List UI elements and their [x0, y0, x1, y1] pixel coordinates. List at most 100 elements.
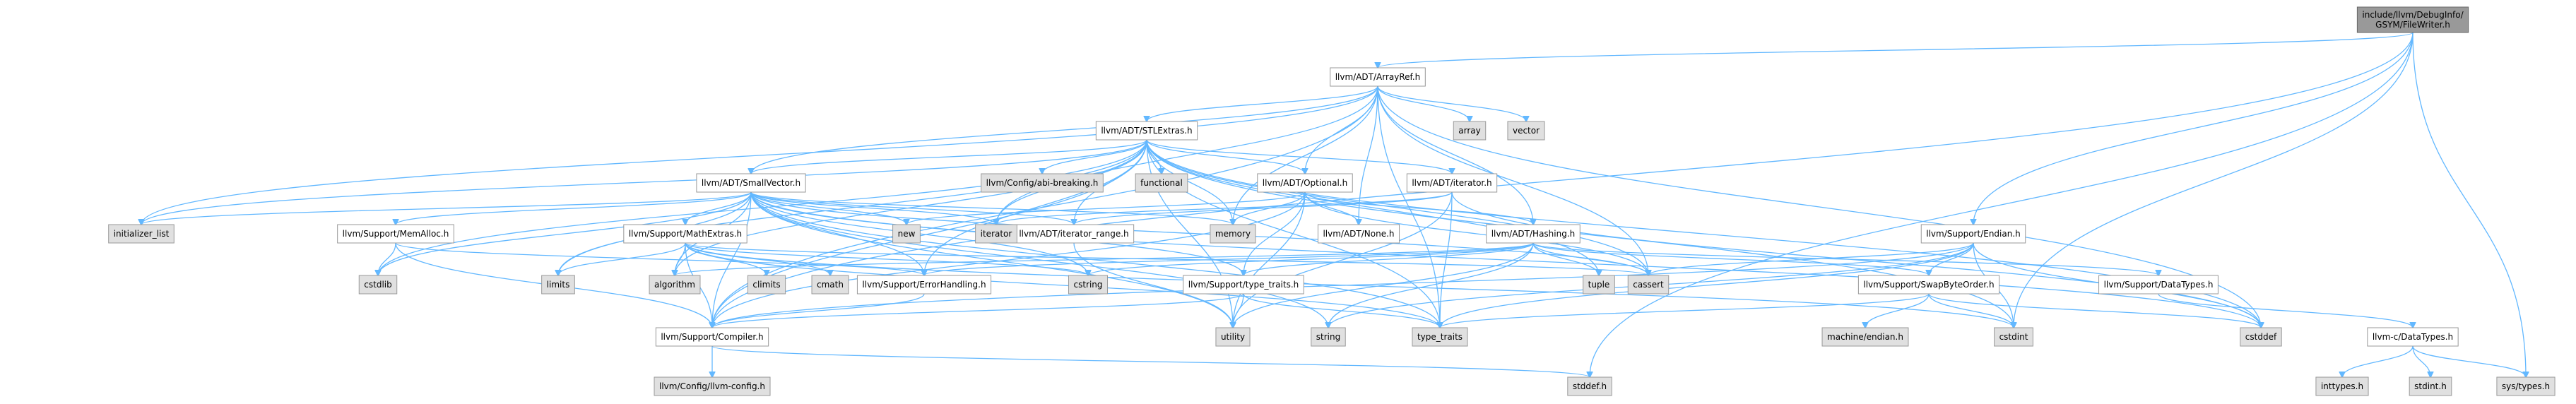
edge-hashing-to-tuple	[1532, 242, 1599, 275]
node-iterator_range[interactable]: llvm/ADT/iterator_range.h	[1013, 224, 1135, 244]
edge-smallvector-to-iterator_s	[750, 191, 996, 225]
edge-smallvector-to-iterator_range	[750, 191, 1074, 225]
node-box	[2496, 376, 2556, 396]
edge-smallvector-to-memalloc	[396, 191, 752, 225]
node-none_h[interactable]: llvm/ADT/None.h	[1317, 224, 1400, 244]
node-box	[1627, 275, 1670, 295]
node-box	[1857, 275, 2000, 295]
edge-arrayref-to-cassert	[1377, 85, 1648, 275]
edge-root-to-stddef_h	[1590, 32, 2413, 377]
edge-c_datatypes-to-inttypes	[2342, 345, 2413, 377]
edge-datatypes_s-to-c_datatypes	[2158, 293, 2413, 328]
node-hashing[interactable]: llvm/ADT/Hashing.h	[1486, 224, 1581, 244]
node-label: llvm/ADT/STLExtras.h	[1101, 126, 1192, 136]
node-box	[2409, 376, 2452, 396]
node-initializer_list: initializer_list	[108, 224, 175, 244]
node-errorhandling[interactable]: llvm/Support/ErrorHandling.h	[856, 275, 992, 295]
node-label: type_traits	[1417, 332, 1463, 342]
edge-arrayref-to-iterator_s	[996, 85, 1378, 225]
edge-optional-to-hashing	[1304, 191, 1533, 225]
node-cstring: cstring	[1068, 275, 1109, 295]
node-box	[1013, 224, 1135, 244]
edge-arrayref-to-vector	[1377, 85, 1526, 121]
node-box	[623, 224, 748, 244]
node-optional[interactable]: llvm/ADT/Optional.h	[1257, 173, 1353, 193]
edge-stlextras-to-abibreaking	[1042, 139, 1147, 174]
edge-swapbyteorder-to-type_traits_s	[1440, 293, 1930, 328]
node-iterator_s: iterator	[975, 224, 1017, 244]
node-label: llvm/Support/MemAlloc.h	[343, 229, 449, 239]
node-label: llvm-c/DataTypes.h	[2373, 332, 2453, 342]
edge-compiler-to-stddef_h	[711, 345, 1590, 377]
node-arrayref[interactable]: llvm/ADT/ArrayRef.h	[1330, 67, 1426, 87]
node-root[interactable]: include/llvm/DebugInfo/GSYM/FileWriter.h	[2356, 6, 2469, 33]
node-label: llvm/Support/Endian.h	[1926, 229, 2021, 239]
node-label: inttypes.h	[2321, 381, 2363, 391]
node-label: utility	[1221, 332, 1245, 342]
node-label: stddef.h	[1573, 381, 1607, 391]
edge-optional-to-compiler	[712, 191, 1306, 328]
edge-mathextras-to-limits	[558, 242, 686, 275]
edge-arrayref-to-stlextras	[1147, 85, 1378, 121]
node-box	[1994, 327, 2033, 347]
node-box	[2367, 327, 2459, 347]
node-box	[1210, 224, 1256, 244]
node-label: iterator	[981, 229, 1012, 239]
node-cstddef: cstddef	[2240, 327, 2282, 347]
edge-iterator_h-to-type_traits_s	[1440, 191, 1453, 328]
edge-smallvector-to-initializer_list	[141, 191, 752, 225]
node-memory: memory	[1210, 224, 1256, 244]
node-datatypes_s[interactable]: llvm/Support/DataTypes.h	[2098, 275, 2218, 295]
node-endian[interactable]: llvm/Support/Endian.h	[1920, 224, 2026, 244]
node-label: GSYM/FileWriter.h	[2375, 20, 2450, 30]
node-iterator_h[interactable]: llvm/ADT/iterator.h	[1406, 173, 1498, 193]
node-stlextras[interactable]: llvm/ADT/STLExtras.h	[1095, 121, 1198, 141]
edge-root-to-arrayref	[1378, 32, 2413, 68]
node-cstdlib: cstdlib	[358, 275, 398, 295]
node-label: machine/endian.h	[1827, 332, 1903, 342]
node-box	[2356, 6, 2469, 33]
edge-swapbyteorder-to-cstdint	[1928, 293, 2014, 328]
node-stddef_h: stddef.h	[1567, 376, 1612, 396]
node-box	[811, 275, 849, 295]
edge-hashing-to-string	[1328, 242, 1534, 328]
edge-memalloc-to-errorhandling	[395, 242, 924, 275]
node-box	[1095, 121, 1198, 141]
edge-endian-to-type_traits_s	[1440, 242, 1974, 328]
node-type_traits_l[interactable]: llvm/Support/type_traits.h	[1183, 275, 1304, 295]
node-label: llvm/Support/DataTypes.h	[2104, 280, 2214, 290]
node-cstdint: cstdint	[1994, 327, 2033, 347]
node-llvm_config: llvm/Config/llvm-config.h	[654, 376, 771, 396]
nodes-layer: include/llvm/DebugInfo/GSYM/FileWriter.h…	[108, 6, 2556, 396]
edge-iterator_h-to-iterator_s	[996, 191, 1453, 225]
edge-hashing-to-errorhandling	[924, 242, 1534, 275]
node-smallvector[interactable]: llvm/ADT/SmallVector.h	[696, 173, 806, 193]
node-label: cstddef	[2245, 332, 2277, 342]
edge-hashing-to-swapbyteorder	[1532, 242, 1929, 275]
node-label: sys/types.h	[2502, 381, 2550, 391]
node-label: tuple	[1588, 280, 1610, 290]
node-swapbyteorder[interactable]: llvm/Support/SwapByteOrder.h	[1857, 275, 2000, 295]
edge-smallvector-to-type_traits_s	[750, 191, 1440, 328]
node-box	[696, 173, 806, 193]
node-label: string	[1316, 332, 1340, 342]
node-utility: utility	[1215, 327, 1251, 347]
node-label: llvm/ADT/iterator.h	[1412, 178, 1491, 188]
node-box	[981, 173, 1104, 193]
node-mathextras[interactable]: llvm/Support/MathExtras.h	[623, 224, 748, 244]
node-box	[1311, 327, 1346, 347]
node-label: llvm/Support/Compiler.h	[661, 332, 763, 342]
node-box	[1453, 121, 1487, 141]
edge-arrayref-to-smallvector	[751, 85, 1378, 174]
node-memalloc[interactable]: llvm/Support/MemAlloc.h	[337, 224, 454, 244]
edge-arrayref-to-hashing	[1377, 85, 1533, 225]
edge-smallvector-to-new	[750, 191, 906, 225]
node-box	[975, 224, 1017, 244]
node-c_datatypes[interactable]: llvm-c/DataTypes.h	[2367, 327, 2459, 347]
node-compiler[interactable]: llvm/Support/Compiler.h	[655, 327, 769, 347]
node-label: llvm/ADT/iterator_range.h	[1019, 229, 1128, 239]
edge-endian-to-swapbyteorder	[1929, 242, 1974, 275]
edge-hashing-to-type_traits_l	[1243, 242, 1534, 275]
edge-iterator_h-to-iterator_range	[1074, 191, 1453, 225]
node-label: limits	[547, 280, 570, 290]
